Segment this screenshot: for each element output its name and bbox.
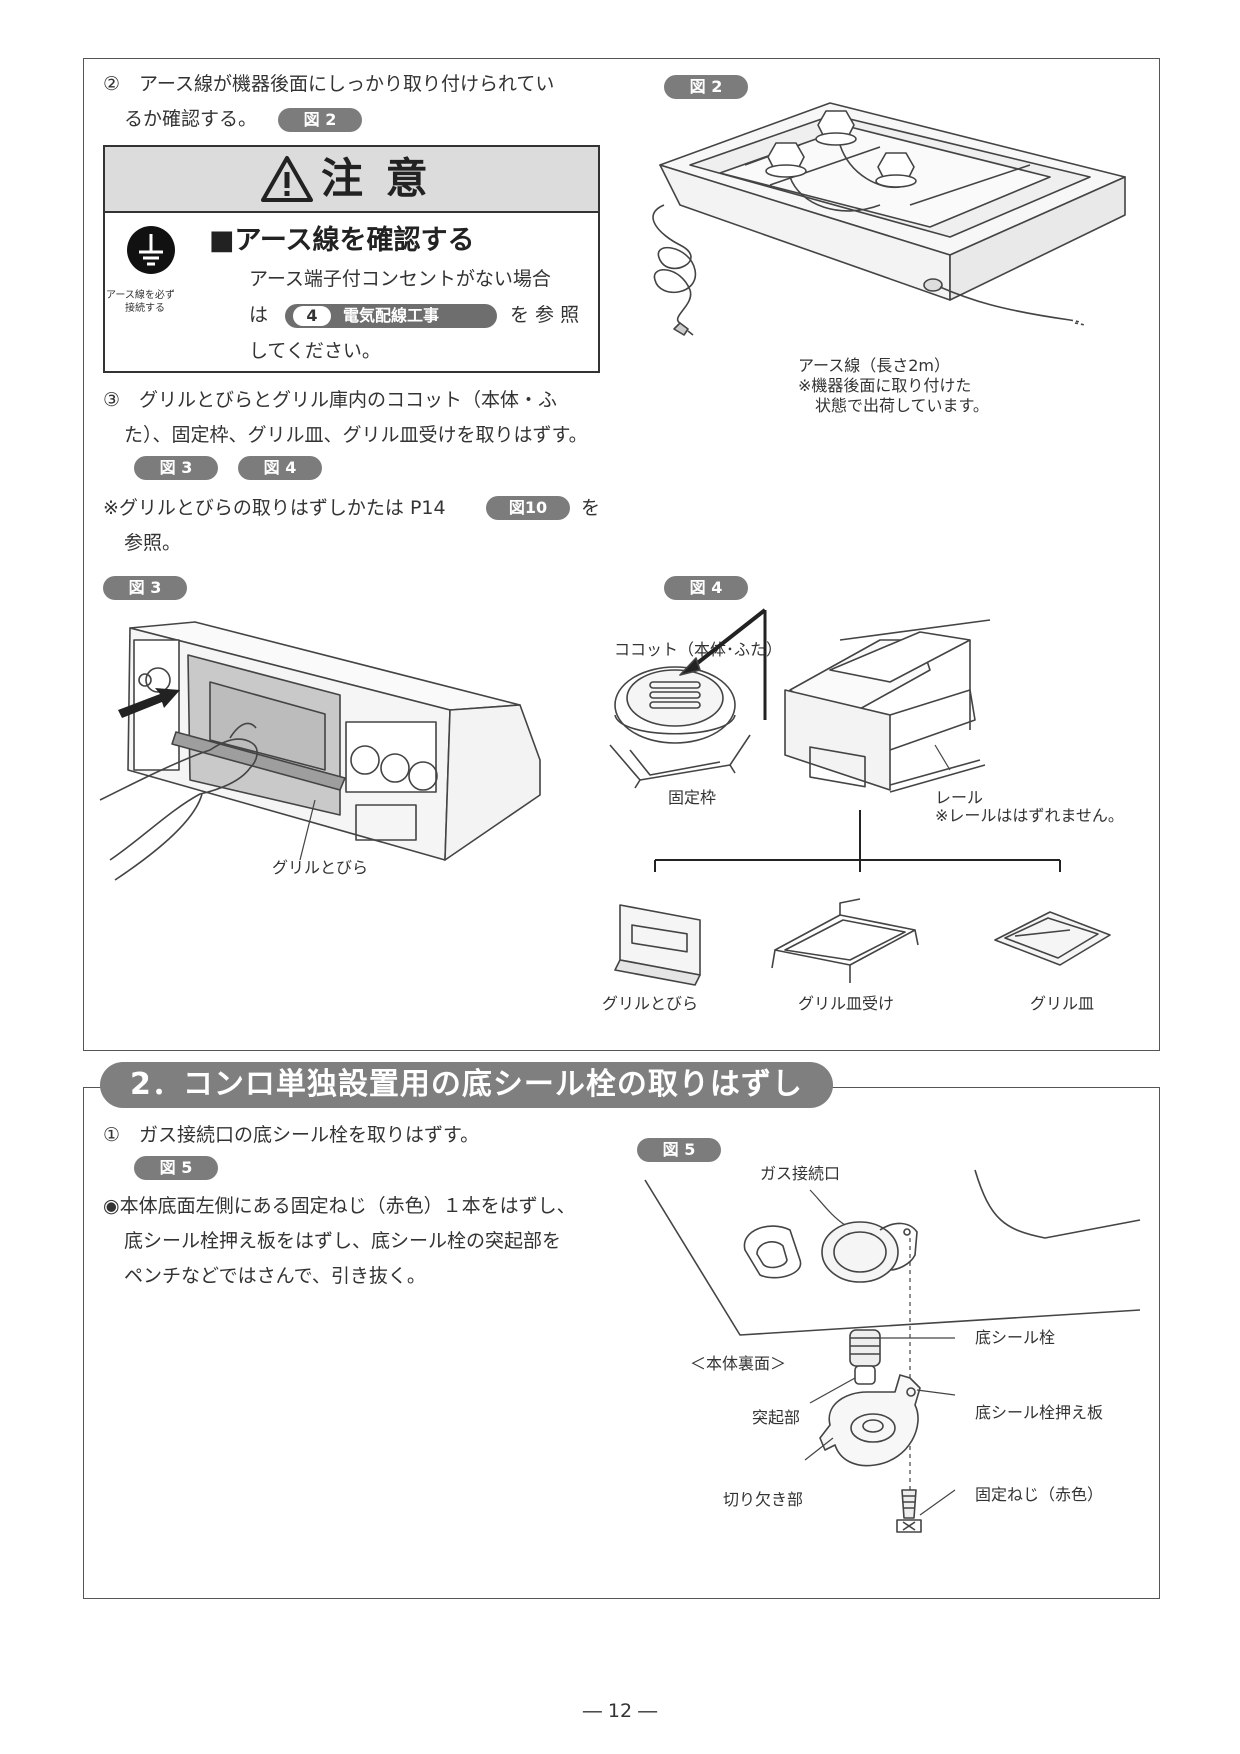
fig4-grill-parts-drawing	[609, 608, 1111, 986]
ground-icon-caption-1: アース線を必ず	[106, 290, 175, 301]
fig2-cooktop-rear-drawing	[652, 102, 1126, 336]
fig2-label-1: アース線（長さ2m）	[798, 356, 951, 375]
warning-triangle-icon	[261, 156, 313, 202]
chapter-number: 4	[293, 306, 331, 326]
caution-body-2-pre: は	[249, 304, 269, 326]
fig4-label-rail-note: ※レールははずれません。	[935, 806, 1124, 825]
fig4-label-rail: レール	[935, 788, 984, 807]
fig5-plug: 底シール栓	[975, 1328, 1056, 1347]
top-section-frame	[83, 58, 1160, 1051]
fig5-underside: ＜本体裏面＞	[690, 1354, 787, 1373]
fig4-part-door: グリルとびら	[602, 994, 699, 1013]
fig4-part-tray-holder: グリル皿受け	[798, 994, 895, 1013]
fig5-notch: 切り欠き部	[723, 1490, 804, 1509]
step3-fig-ref-a[interactable]: 図 3	[134, 456, 218, 480]
step3-note-line2: 参照。	[124, 532, 182, 554]
step3-note-post: を	[581, 497, 601, 519]
fig4-label-cocotte: ココット（本体･ふた）	[614, 640, 783, 659]
fig4-part-tray: グリル皿	[1030, 994, 1095, 1013]
step3-note-ref[interactable]: 図10	[486, 496, 570, 520]
fig4-tag: 図 4	[664, 576, 748, 600]
caution-body-1: アース端子付コンセントがない場合	[249, 268, 551, 290]
fig2-tag: 図 2	[664, 75, 748, 99]
fig2-label-3: 状態で出荷しています。	[815, 396, 989, 415]
fig2-label-2: ※機器後面に取り付けた	[798, 376, 972, 395]
section2-bullet-2: 底シール栓押え板をはずし、底シール栓の突起部を	[124, 1230, 562, 1252]
caution-box: 注 意 アース線を必ず 接続する ■アース線を確認する アース端子付コンセントが…	[103, 145, 600, 373]
caution-body-2-post: を 参 照	[510, 304, 580, 326]
fig5-tag: 図 5	[637, 1138, 721, 1162]
ground-icon-caption-2: 接続する	[125, 303, 165, 314]
step3-line2: た）、固定枠、グリル皿、グリル皿受けを取りはずす。	[124, 424, 588, 446]
chapter-name: 電気配線工事	[343, 306, 440, 325]
step3-fig-ref-b[interactable]: 図 4	[238, 456, 322, 480]
step3-note: ※グリルとびらの取りはずしかたは P14	[103, 497, 446, 519]
fig5-screw: 固定ねじ（赤色）	[975, 1485, 1104, 1504]
step3-line1: ③ グリルとびらとグリル庫内のココット（本体・ふ	[103, 389, 558, 411]
fig3-label-grill-door: グリルとびら	[272, 858, 369, 877]
step2-fig-ref[interactable]: 図 2	[278, 108, 362, 132]
caution-header: 注 意	[105, 147, 598, 213]
fig4-label-frame: 固定枠	[668, 788, 717, 807]
section2-title: 2．コンロ単独設置用の底シール栓の取りはずし	[100, 1062, 833, 1108]
fig5-seal-plug-drawing	[644, 1169, 1141, 1533]
chapter-ref[interactable]: 4 電気配線工事	[285, 304, 497, 328]
section2-fig-ref[interactable]: 図 5	[134, 1156, 218, 1180]
page-number: ― 12 ―	[582, 1700, 658, 1722]
fig5-gas-inlet: ガス接続口	[760, 1164, 841, 1183]
section2-bullet-3: ペンチなどではさんで、引き抜く。	[124, 1265, 426, 1287]
caution-heading: ■アース線を確認する	[209, 225, 475, 256]
ground-icon	[127, 226, 175, 274]
fig5-protrusion: 突起部	[752, 1408, 801, 1427]
fig5-plate: 底シール栓押え板	[975, 1403, 1104, 1422]
caution-body-3: してください。	[249, 340, 381, 362]
caution-title: 注 意	[321, 154, 432, 203]
section2-step1: ① ガス接続口の底シール栓を取りはずす。	[103, 1124, 480, 1146]
fig3-grill-door-drawing	[99, 621, 541, 881]
step2-line1: ② アース線が機器後面にしっかり取り付けられてい	[103, 73, 555, 95]
section2-bullet-1: ◉本体底面左側にある固定ねじ（赤色）１本をはずし、	[103, 1195, 576, 1217]
fig3-tag: 図 3	[103, 576, 187, 600]
step2-line2: るか確認する。	[124, 108, 258, 130]
